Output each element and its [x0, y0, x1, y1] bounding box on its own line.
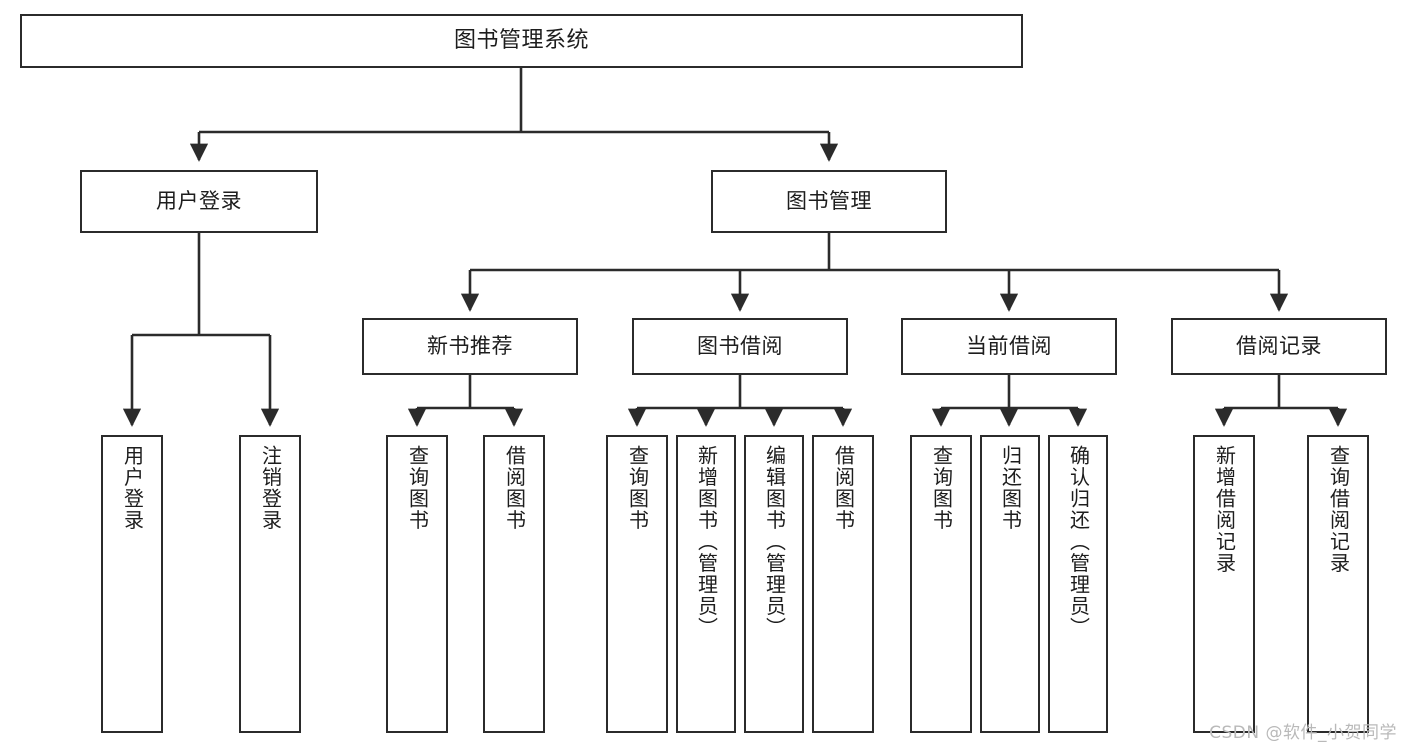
leaf-book-borrow-borrow-label: 借阅图书: [831, 445, 856, 531]
node-user-login[interactable]: 用户登录: [80, 170, 318, 233]
node-book-borrow-label: 图书借阅: [697, 333, 783, 358]
leaf-current-borrow-confirm-label: 确认归还（管理员）: [1066, 445, 1091, 639]
leaf-borrow-record-add-label: 新增借阅记录: [1212, 445, 1237, 574]
node-book-borrow[interactable]: 图书借阅: [632, 318, 848, 375]
node-root[interactable]: 图书管理系统: [20, 14, 1023, 68]
node-book-management-label: 图书管理: [786, 188, 872, 213]
node-user-login-label: 用户登录: [156, 188, 242, 213]
leaf-user-login-login-label: 用户登录: [120, 445, 145, 531]
leaf-borrow-record-add[interactable]: 新增借阅记录: [1193, 435, 1255, 733]
leaf-new-book-borrow-label: 借阅图书: [502, 445, 527, 531]
leaf-book-borrow-edit-label: 编辑图书（管理员）: [762, 445, 787, 639]
node-new-book-recommend-label: 新书推荐: [427, 333, 513, 358]
leaf-current-borrow-return-label: 归还图书: [998, 445, 1023, 531]
leaf-book-borrow-query[interactable]: 查询图书: [606, 435, 668, 733]
leaf-user-login-logout[interactable]: 注销登录: [239, 435, 301, 733]
leaf-current-borrow-query-label: 查询图书: [929, 445, 954, 531]
leaf-borrow-record-query[interactable]: 查询借阅记录: [1307, 435, 1369, 733]
leaf-new-book-query[interactable]: 查询图书: [386, 435, 448, 733]
node-new-book-recommend[interactable]: 新书推荐: [362, 318, 578, 375]
leaf-book-borrow-add[interactable]: 新增图书（管理员）: [676, 435, 736, 733]
leaf-book-borrow-add-label: 新增图书（管理员）: [694, 445, 719, 639]
node-borrow-record-label: 借阅记录: [1236, 333, 1322, 358]
leaf-new-book-borrow[interactable]: 借阅图书: [483, 435, 545, 733]
node-book-management[interactable]: 图书管理: [711, 170, 947, 233]
leaf-book-borrow-query-label: 查询图书: [625, 445, 650, 531]
leaf-borrow-record-query-label: 查询借阅记录: [1326, 445, 1351, 574]
node-borrow-record[interactable]: 借阅记录: [1171, 318, 1387, 375]
leaf-current-borrow-query[interactable]: 查询图书: [910, 435, 972, 733]
node-current-borrow-label: 当前借阅: [966, 333, 1052, 358]
leaf-book-borrow-edit[interactable]: 编辑图书（管理员）: [744, 435, 804, 733]
leaf-user-login-login[interactable]: 用户登录: [101, 435, 163, 733]
leaf-user-login-logout-label: 注销登录: [258, 445, 283, 531]
node-root-label: 图书管理系统: [453, 27, 589, 53]
node-current-borrow[interactable]: 当前借阅: [901, 318, 1117, 375]
leaf-current-borrow-return[interactable]: 归还图书: [980, 435, 1040, 733]
leaf-book-borrow-borrow[interactable]: 借阅图书: [812, 435, 874, 733]
leaf-new-book-query-label: 查询图书: [405, 445, 430, 531]
leaf-current-borrow-confirm[interactable]: 确认归还（管理员）: [1048, 435, 1108, 733]
